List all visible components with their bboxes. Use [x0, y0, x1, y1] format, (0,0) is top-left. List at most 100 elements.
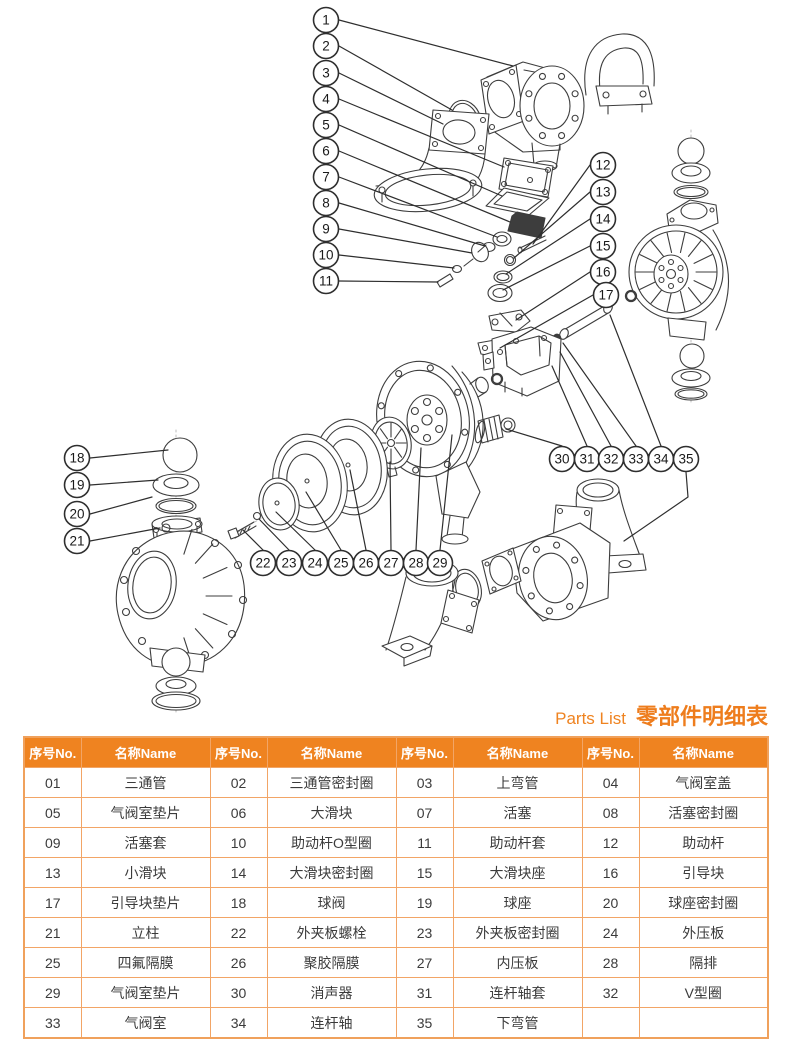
svg-text:20: 20	[69, 507, 84, 522]
part-no-cell: 12	[581, 827, 640, 858]
part-name-cell: 四氟隔膜	[80, 947, 211, 978]
col-header-name: 名称Name	[266, 736, 397, 768]
callout-13: 13	[513, 178, 617, 259]
part-no-cell: 29	[23, 977, 82, 1008]
svg-text:22: 22	[255, 556, 270, 571]
svg-text:32: 32	[603, 452, 618, 467]
svg-text:18: 18	[69, 451, 84, 466]
tee-flange-bolt-holes	[525, 72, 579, 140]
part-name-cell: 球座	[452, 887, 583, 918]
part-name-cell: 引导块	[638, 857, 769, 888]
part-name-cell: 气阀室垫片	[80, 797, 211, 828]
part-name-cell: V型圈	[638, 977, 769, 1008]
svg-text:8: 8	[322, 196, 330, 211]
part-no-cell: 32	[581, 977, 640, 1008]
part-no-cell: 03	[395, 767, 454, 798]
part-no-cell: 22	[209, 917, 268, 948]
svg-text:17: 17	[598, 288, 613, 303]
part-no-cell: 26	[209, 947, 268, 978]
part-no-cell: 28	[581, 947, 640, 978]
callout-5: 5	[312, 111, 503, 197]
svg-text:27: 27	[383, 556, 398, 571]
part-no-cell: 25	[23, 947, 82, 978]
part-no-cell: 23	[395, 917, 454, 948]
callout-3: 3	[312, 59, 444, 125]
part-no-cell: 01	[23, 767, 82, 798]
callout-24: 24	[275, 511, 329, 577]
col-header-no: 序号No.	[23, 736, 82, 768]
part-no-cell: 16	[581, 857, 640, 888]
part-no-cell: 02	[209, 767, 268, 798]
svg-text:4: 4	[322, 92, 330, 107]
svg-text:28: 28	[408, 556, 423, 571]
tee-pipe-drawing	[480, 33, 655, 172]
callout-14: 14	[505, 205, 617, 275]
part-name-cell: 三通管	[80, 767, 211, 798]
center-flange-assembly-drawing	[376, 360, 484, 545]
part-name-cell: 气阀室	[80, 1007, 211, 1039]
part-no-cell: 24	[581, 917, 640, 948]
callout-6: 6	[312, 137, 511, 223]
part-name-cell: 三通管密封圈	[266, 767, 397, 798]
col-header-no: 序号No.	[209, 736, 268, 768]
part-name-cell: 连杆轴套	[452, 977, 583, 1008]
part-no-cell: 06	[209, 797, 268, 828]
callout-29: 29	[426, 434, 454, 577]
part-name-cell: 消声器	[266, 977, 397, 1008]
callout-9: 9	[312, 215, 473, 254]
part-name-cell: 外压板	[638, 917, 769, 948]
callout-22: 22	[242, 529, 277, 577]
part-no-cell: 33	[23, 1007, 82, 1039]
svg-text:35: 35	[678, 452, 693, 467]
part-name-cell: 活塞套	[80, 827, 211, 858]
part-no-cell	[581, 1007, 640, 1039]
svg-text:3: 3	[322, 66, 330, 81]
callout-7: 7	[312, 163, 498, 238]
svg-text:23: 23	[281, 556, 296, 571]
callout-8: 8	[312, 189, 486, 247]
part-no-cell: 08	[581, 797, 640, 828]
callout-11: 11	[312, 267, 439, 295]
callout-12: 12	[532, 151, 617, 245]
part-no-cell: 04	[581, 767, 640, 798]
part-name-cell: 助动杆套	[452, 827, 583, 858]
part-name-cell: 外夹板密封圈	[452, 917, 583, 948]
part-no-cell: 15	[395, 857, 454, 888]
part-name-cell: 活塞密封圈	[638, 797, 769, 828]
col-header-no: 序号No.	[581, 736, 640, 768]
svg-text:26: 26	[358, 556, 373, 571]
part-no-cell: 09	[23, 827, 82, 858]
callout-16: 16	[515, 258, 617, 321]
part-no-cell: 05	[23, 797, 82, 828]
svg-text:19: 19	[69, 478, 84, 493]
part-name-cell: 隔排	[638, 947, 769, 978]
svg-text:24: 24	[307, 556, 323, 571]
part-name-cell: 助动杆O型圈	[266, 827, 397, 858]
callout-33: 33	[562, 342, 650, 473]
svg-text:10: 10	[318, 248, 333, 263]
part-name-cell: 下弯管	[452, 1007, 583, 1039]
part-no-cell: 13	[23, 857, 82, 888]
svg-text:30: 30	[554, 452, 569, 467]
part-no-cell: 11	[395, 827, 454, 858]
callout-4: 4	[312, 85, 505, 168]
part-name-cell: 内压板	[452, 947, 583, 978]
svg-text:34: 34	[653, 452, 669, 467]
svg-text:2: 2	[322, 39, 330, 54]
upper-elbow-drawing	[373, 109, 490, 213]
part-name-cell: 活塞	[452, 797, 583, 828]
left-pump-body-drawing	[115, 437, 248, 711]
svg-text:31: 31	[579, 452, 594, 467]
center-hub-lugs	[410, 397, 444, 443]
